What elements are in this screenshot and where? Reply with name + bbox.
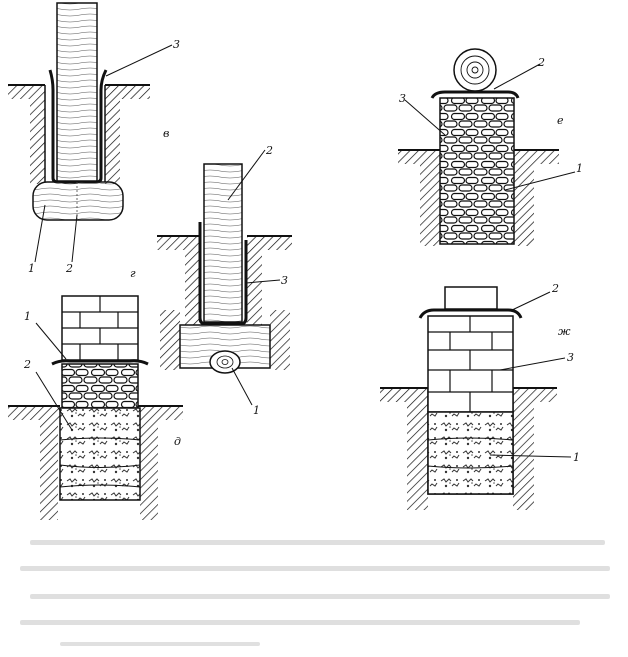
panel-letter: д <box>174 435 181 448</box>
rubble-fill <box>427 411 514 495</box>
stone-pillar <box>439 97 515 245</box>
wooden-post <box>56 2 98 182</box>
label-2: 2 <box>23 358 31 371</box>
panel-v: 3 1 2 в <box>8 2 180 275</box>
log-end <box>209 350 241 374</box>
ground-hatch <box>105 85 150 99</box>
label-1: 1 <box>24 310 31 323</box>
label-3: 3 <box>281 274 288 287</box>
label-1: 1 <box>28 262 35 275</box>
label-1: 1 <box>573 451 580 464</box>
panel-g: 2 3 1 г <box>130 144 292 417</box>
panel-letter: е <box>557 114 564 127</box>
wooden-post <box>203 163 243 323</box>
rubble-fill <box>59 407 141 501</box>
waterproofing-layer <box>418 308 523 319</box>
panel-e: 2 3 1 е <box>398 48 583 246</box>
log-end <box>453 48 497 92</box>
brick-cap <box>444 286 498 310</box>
label-1: 1 <box>253 404 260 417</box>
label-3: 3 <box>173 38 180 51</box>
waterproofing-layer <box>51 359 149 366</box>
panel-zh: 2 3 1 ж <box>380 282 580 510</box>
label-3: 3 <box>399 92 406 105</box>
wooden-sill <box>32 181 124 221</box>
panel-letter: в <box>163 127 169 140</box>
brick-wall <box>61 295 139 361</box>
brick-pillar <box>427 315 514 413</box>
label-2: 2 <box>551 282 559 295</box>
panel-d: 1 2 д <box>8 295 183 520</box>
ground-hatch <box>8 85 45 99</box>
panel-letter: ж <box>558 325 571 338</box>
label-1: 1 <box>576 162 583 175</box>
panel-letter: г <box>130 267 136 280</box>
label-2: 2 <box>537 56 545 69</box>
label-2: 2 <box>65 262 73 275</box>
waterproofing-layer <box>430 90 520 99</box>
blurred-caption <box>20 540 610 646</box>
stone-masonry <box>61 363 139 409</box>
label-3: 3 <box>567 351 574 364</box>
label-2: 2 <box>265 144 273 157</box>
